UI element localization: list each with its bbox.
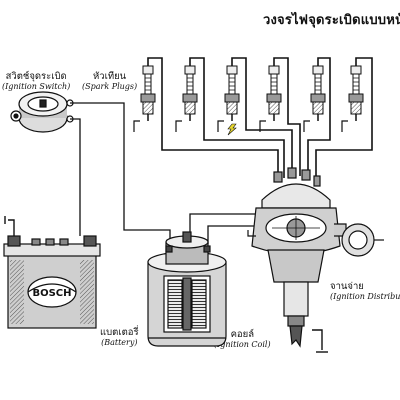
spark-flash-icon	[227, 123, 237, 136]
ignition-switch-label-th: สวิตช์จุดระเบิด	[5, 71, 67, 82]
distributor-label: จานจ่าย (Ignition Distributor)	[330, 282, 400, 302]
spark-plugs-label: หัวเทียน (Spark Plugs)	[82, 72, 137, 92]
spark-plug-2	[182, 65, 198, 121]
ignition-switch-label: สวิตช์จุดระเบิด (Ignition Switch)	[2, 72, 70, 92]
spark-plug-5	[310, 65, 326, 121]
spark-plug-6	[348, 65, 364, 121]
ignition-coil	[147, 231, 227, 347]
spark-plug-1	[140, 65, 156, 121]
battery-brand: BOSCH	[32, 288, 71, 299]
spark-plugs-group	[140, 65, 364, 136]
spark-plug-3	[224, 65, 240, 136]
ignition-switch	[10, 91, 74, 133]
battery-label: แบตเตอรี่ (Battery)	[100, 328, 139, 348]
ignition-coil-label-en: (Ignition Coil)	[214, 340, 271, 349]
spark-plugs-label-th: หัวเทียน	[92, 71, 127, 82]
spark-plug-grounds	[133, 120, 348, 132]
distributor-label-en: (Ignition Distributor)	[330, 292, 400, 301]
spark-plugs-label-en: (Spark Plugs)	[82, 82, 138, 91]
distributor-label-th: จานจ่าย	[330, 281, 364, 292]
battery-label-en: (Battery)	[101, 338, 138, 347]
spark-plug-4	[266, 65, 282, 121]
diagram-title: วงจรไฟจุดระเบิดแบบหน้	[263, 13, 400, 28]
spark-plug-leads	[147, 57, 373, 180]
battery-label-th: แบตเตอรี่	[100, 327, 139, 338]
ignition-distributor	[247, 167, 384, 348]
battery-ground	[4, 216, 15, 236]
ignition-coil-label: คอยล์ (Ignition Coil)	[214, 330, 271, 350]
battery	[3, 235, 101, 329]
ignition-switch-label-en: (Ignition Switch)	[2, 82, 71, 91]
distributor-ground	[312, 329, 328, 353]
ignition-coil-label-th: คอยล์	[230, 329, 255, 340]
